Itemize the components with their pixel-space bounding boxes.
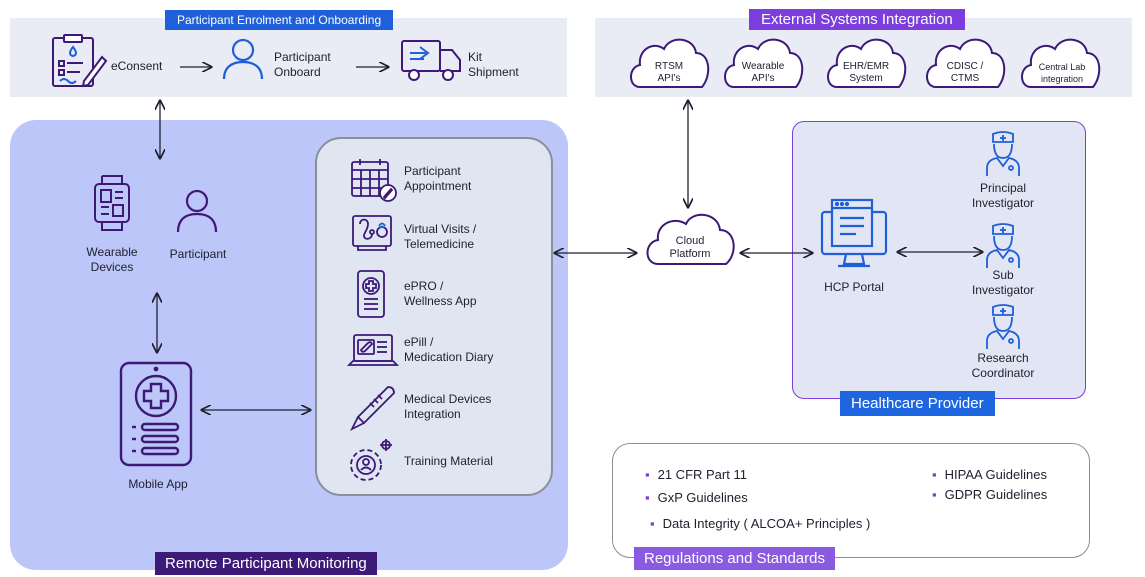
- healthcare-provider-panel: [792, 121, 1086, 399]
- app-medical-devices-label: Medical Devices Integration: [404, 392, 492, 421]
- cloud-cdisc-label: CDISC / CTMS: [946, 61, 984, 84]
- external-clouds: [630, 38, 1101, 88]
- app-appointment-label: Participant Appointment: [404, 164, 472, 193]
- mobile-app-icon: [119, 361, 193, 467]
- cloud-ehr-label: EHR/EMR System: [842, 61, 890, 84]
- cloud-wearable-label: Wearable API's: [741, 61, 785, 84]
- role-sub-investigator-label: Sub Investigator: [971, 268, 1035, 297]
- econsent-label: eConsent: [111, 59, 163, 73]
- reg-item-cfr: 21 CFR Part 11: [645, 467, 747, 482]
- cloud-rtsm-label: RTSM API's: [654, 61, 684, 84]
- kit-shipment-label: Kit Shipment: [468, 50, 519, 79]
- cloud-platform-label: Cloud Platform: [669, 235, 711, 260]
- hcp-portal-icon: [820, 198, 888, 268]
- reg-item-gxp: GxP Guidelines: [645, 490, 748, 505]
- calendar-icon: [351, 159, 397, 202]
- regulations-title: Regulations and Standards: [634, 547, 835, 570]
- training-gear-icon: [350, 439, 392, 481]
- cloud-platform-icon: [646, 214, 735, 265]
- clipboard-icon: [52, 34, 108, 88]
- thermometer-icon: [349, 386, 395, 432]
- truck-icon: [401, 40, 461, 81]
- wearable-devices-label: Wearable Devices: [86, 245, 138, 274]
- smartwatch-icon: [94, 175, 130, 231]
- user-icon: [222, 38, 264, 80]
- app-training-label: Training Material: [404, 454, 493, 468]
- phone-medical-icon: [357, 270, 385, 318]
- reg-item-hipaa: HIPAA Guidelines: [932, 467, 1047, 482]
- onboarding-title: Participant Enrolment and Onboarding: [165, 10, 394, 30]
- cloud-icon: [630, 38, 710, 88]
- reg-item-data-integrity: Data Integrity ( ALCOA+ Principles ): [650, 516, 871, 531]
- laptop-pill-icon: [346, 334, 400, 366]
- external-systems-title: External Systems Integration: [749, 9, 965, 30]
- role-research-coordinator-label: Research Coordinator: [971, 351, 1035, 380]
- mobile-app-label: Mobile App: [128, 477, 188, 491]
- role-principal-label: Principal Investigator: [971, 181, 1035, 210]
- cloud-icon: [926, 38, 1006, 88]
- reg-item-gdpr: GDPR Guidelines: [932, 487, 1048, 502]
- hcp-portal-label: HCP Portal: [824, 280, 884, 294]
- healthcare-provider-title: Healthcare Provider: [840, 391, 995, 416]
- app-epro-label: ePRO / Wellness App: [404, 279, 477, 308]
- cloud-icon: [827, 38, 907, 88]
- app-telemedicine-label: Virtual Visits / Telemedicine: [404, 222, 477, 251]
- remote-monitoring-title: Remote Participant Monitoring: [155, 552, 377, 575]
- cloud-central-lab-label: Central Lab integration: [1038, 62, 1086, 84]
- doctor-icon: [986, 304, 1020, 349]
- participant-onboard-label: Participant Onboard: [274, 50, 331, 79]
- participant-icon: [176, 189, 218, 233]
- doctor-icon: [986, 131, 1020, 176]
- doctor-icon: [986, 223, 1020, 268]
- cloud-icon: [1021, 38, 1101, 88]
- app-epill-label: ePill / Medication Diary: [404, 335, 494, 364]
- participant-label: Participant: [169, 247, 227, 261]
- cloud-icon: [724, 38, 804, 88]
- telemedicine-icon: [352, 215, 392, 251]
